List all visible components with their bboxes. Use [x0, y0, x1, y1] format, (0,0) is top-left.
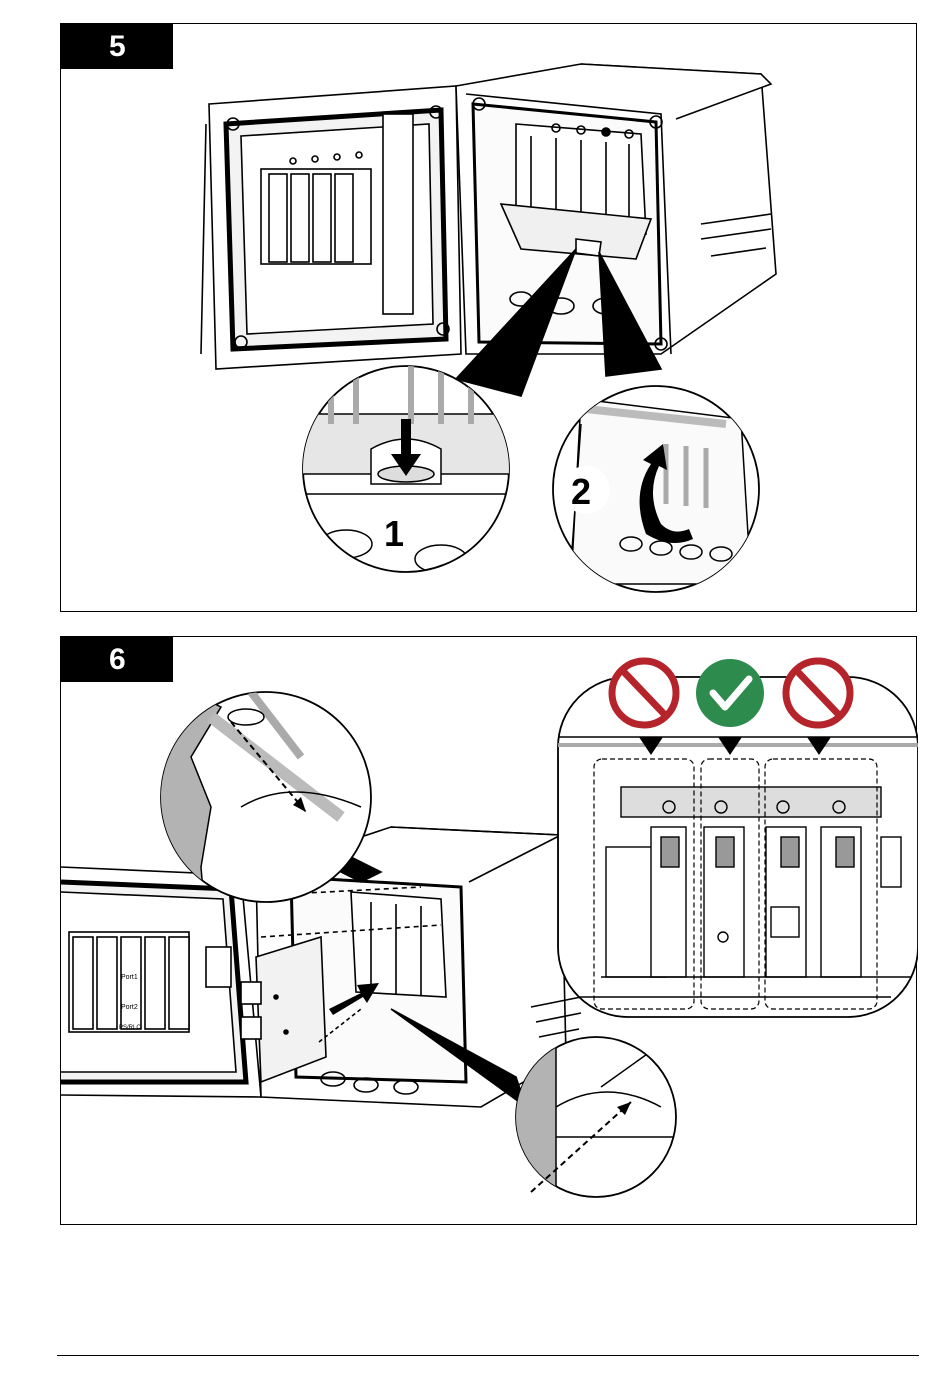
enclosure-door	[201, 86, 461, 369]
callout-number-2: 2	[571, 471, 591, 512]
step-5-illustration: 1 2	[61, 24, 918, 613]
slot-label-port2: Port2	[121, 1004, 138, 1011]
slot-label-ps-rlc: PS/RLC	[119, 1025, 141, 1031]
slot-label-port1: Port1	[121, 974, 138, 981]
step-6-illustration: Port1 Port2 PS/RLC	[61, 637, 918, 1226]
footer-rule	[57, 1355, 919, 1356]
enclosure-door	[61, 867, 261, 1097]
slot-position-detail	[558, 659, 918, 1017]
step-6-panel: 6 Port1 Port2 PS/RLC	[60, 636, 917, 1225]
detail-inset-2: 2	[553, 386, 759, 592]
step-5-panel: 5	[60, 23, 917, 612]
callout-number-1: 1	[384, 513, 404, 554]
detail-inset-1: 1	[301, 364, 521, 573]
